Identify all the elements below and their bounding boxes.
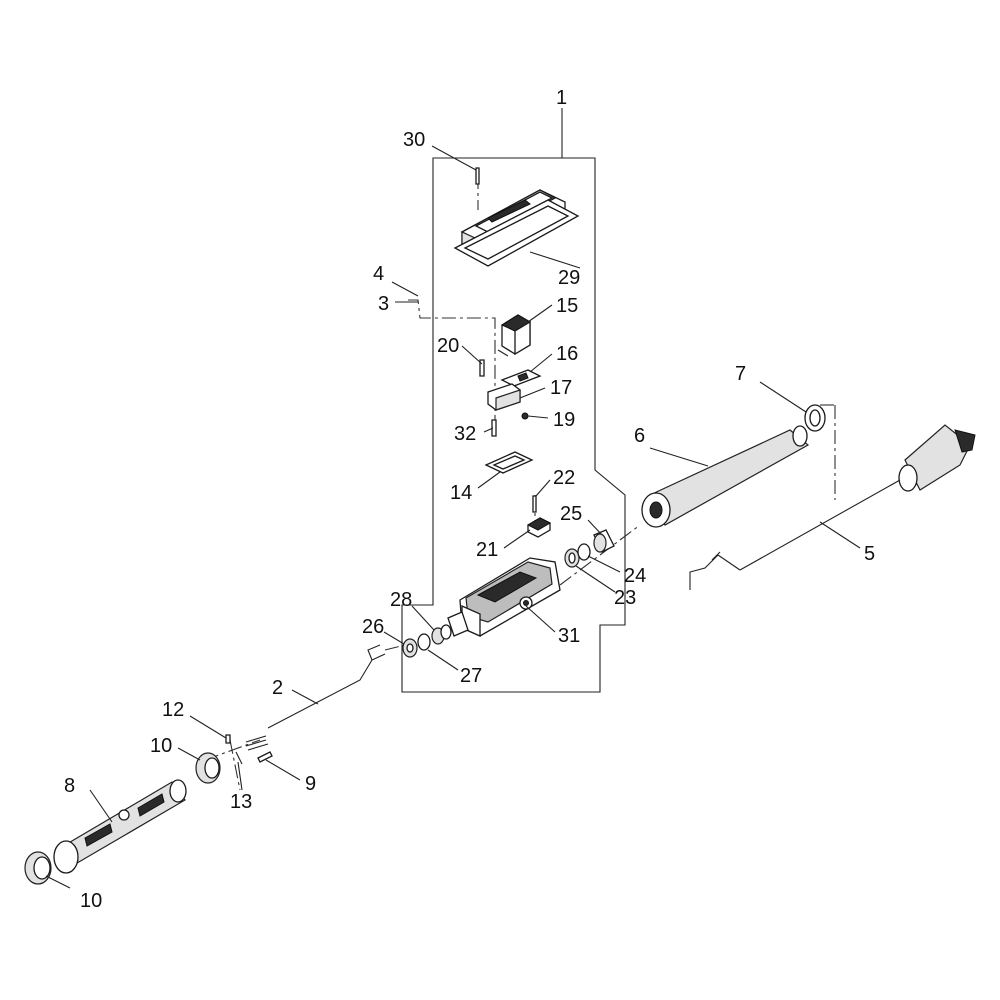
part-29-gasket bbox=[453, 199, 580, 267]
callout-20: 20 bbox=[437, 335, 459, 357]
callout-17: 17 bbox=[550, 377, 572, 399]
callout-28: 28 bbox=[390, 589, 412, 611]
part-7-ring bbox=[804, 404, 826, 432]
part-5-cable-plug bbox=[689, 424, 976, 590]
callout-labels: 1 2 3 4 5 6 7 8 9 10 10 12 13 14 15 16 1… bbox=[64, 87, 875, 912]
part-24-ring bbox=[577, 543, 591, 561]
part-30-screw bbox=[475, 167, 480, 185]
callout-14: 14 bbox=[450, 482, 472, 504]
callout-29: 29 bbox=[558, 267, 580, 289]
callout-16: 16 bbox=[556, 343, 578, 365]
part-16-clamp bbox=[500, 369, 542, 387]
part-20-spring bbox=[479, 359, 485, 377]
callout-12: 12 bbox=[162, 699, 184, 721]
part-28-bushing bbox=[431, 624, 452, 645]
part-25-cap bbox=[593, 529, 615, 553]
part-19-screw bbox=[521, 412, 529, 420]
callout-32: 32 bbox=[454, 423, 476, 445]
callout-10-lower: 10 bbox=[80, 890, 102, 912]
part-13-pin bbox=[235, 751, 243, 765]
callout-7: 7 bbox=[735, 363, 746, 385]
callout-15: 15 bbox=[556, 295, 578, 317]
callout-31: 31 bbox=[558, 625, 580, 647]
part-2-cable bbox=[267, 644, 386, 729]
callout-6: 6 bbox=[634, 425, 645, 447]
assembly-1-boundary bbox=[401, 108, 626, 693]
callout-25: 25 bbox=[560, 503, 582, 525]
callout-8: 8 bbox=[64, 775, 75, 797]
callout-1: 1 bbox=[556, 87, 567, 109]
part-22-screw bbox=[532, 495, 537, 513]
callout-23: 23 bbox=[614, 587, 636, 609]
callout-19: 19 bbox=[553, 409, 575, 431]
part-21-clip bbox=[526, 517, 552, 538]
part-31-housing bbox=[447, 557, 561, 638]
callout-4: 4 bbox=[373, 263, 384, 285]
part-10-ring-upper bbox=[195, 752, 221, 784]
callout-10-upper: 10 bbox=[150, 735, 172, 757]
callout-9: 9 bbox=[305, 773, 316, 795]
part-8-tube bbox=[53, 779, 187, 874]
part-15-connector-block bbox=[497, 314, 531, 357]
leader-lines bbox=[45, 145, 861, 889]
callout-22: 22 bbox=[553, 467, 575, 489]
callout-26: 26 bbox=[362, 616, 384, 638]
part-17-bracket bbox=[487, 383, 521, 411]
callout-2: 2 bbox=[272, 677, 283, 699]
callout-5: 5 bbox=[864, 543, 875, 565]
part-9-spring bbox=[245, 735, 273, 763]
part-32-pin bbox=[491, 419, 497, 437]
part-14-seal bbox=[484, 451, 534, 474]
part-27-ring bbox=[417, 633, 431, 651]
part-6-handle-grip bbox=[641, 425, 810, 528]
part-12-pin bbox=[225, 734, 231, 744]
part-10-ring-lower bbox=[24, 851, 52, 885]
callout-13: 13 bbox=[230, 791, 252, 813]
part-23-ring bbox=[564, 548, 580, 568]
part-26-nut bbox=[402, 638, 418, 658]
callout-30: 30 bbox=[403, 129, 425, 151]
callout-21: 21 bbox=[476, 539, 498, 561]
callout-24: 24 bbox=[624, 565, 646, 587]
callout-27: 27 bbox=[460, 665, 482, 687]
callout-3: 3 bbox=[378, 293, 389, 315]
